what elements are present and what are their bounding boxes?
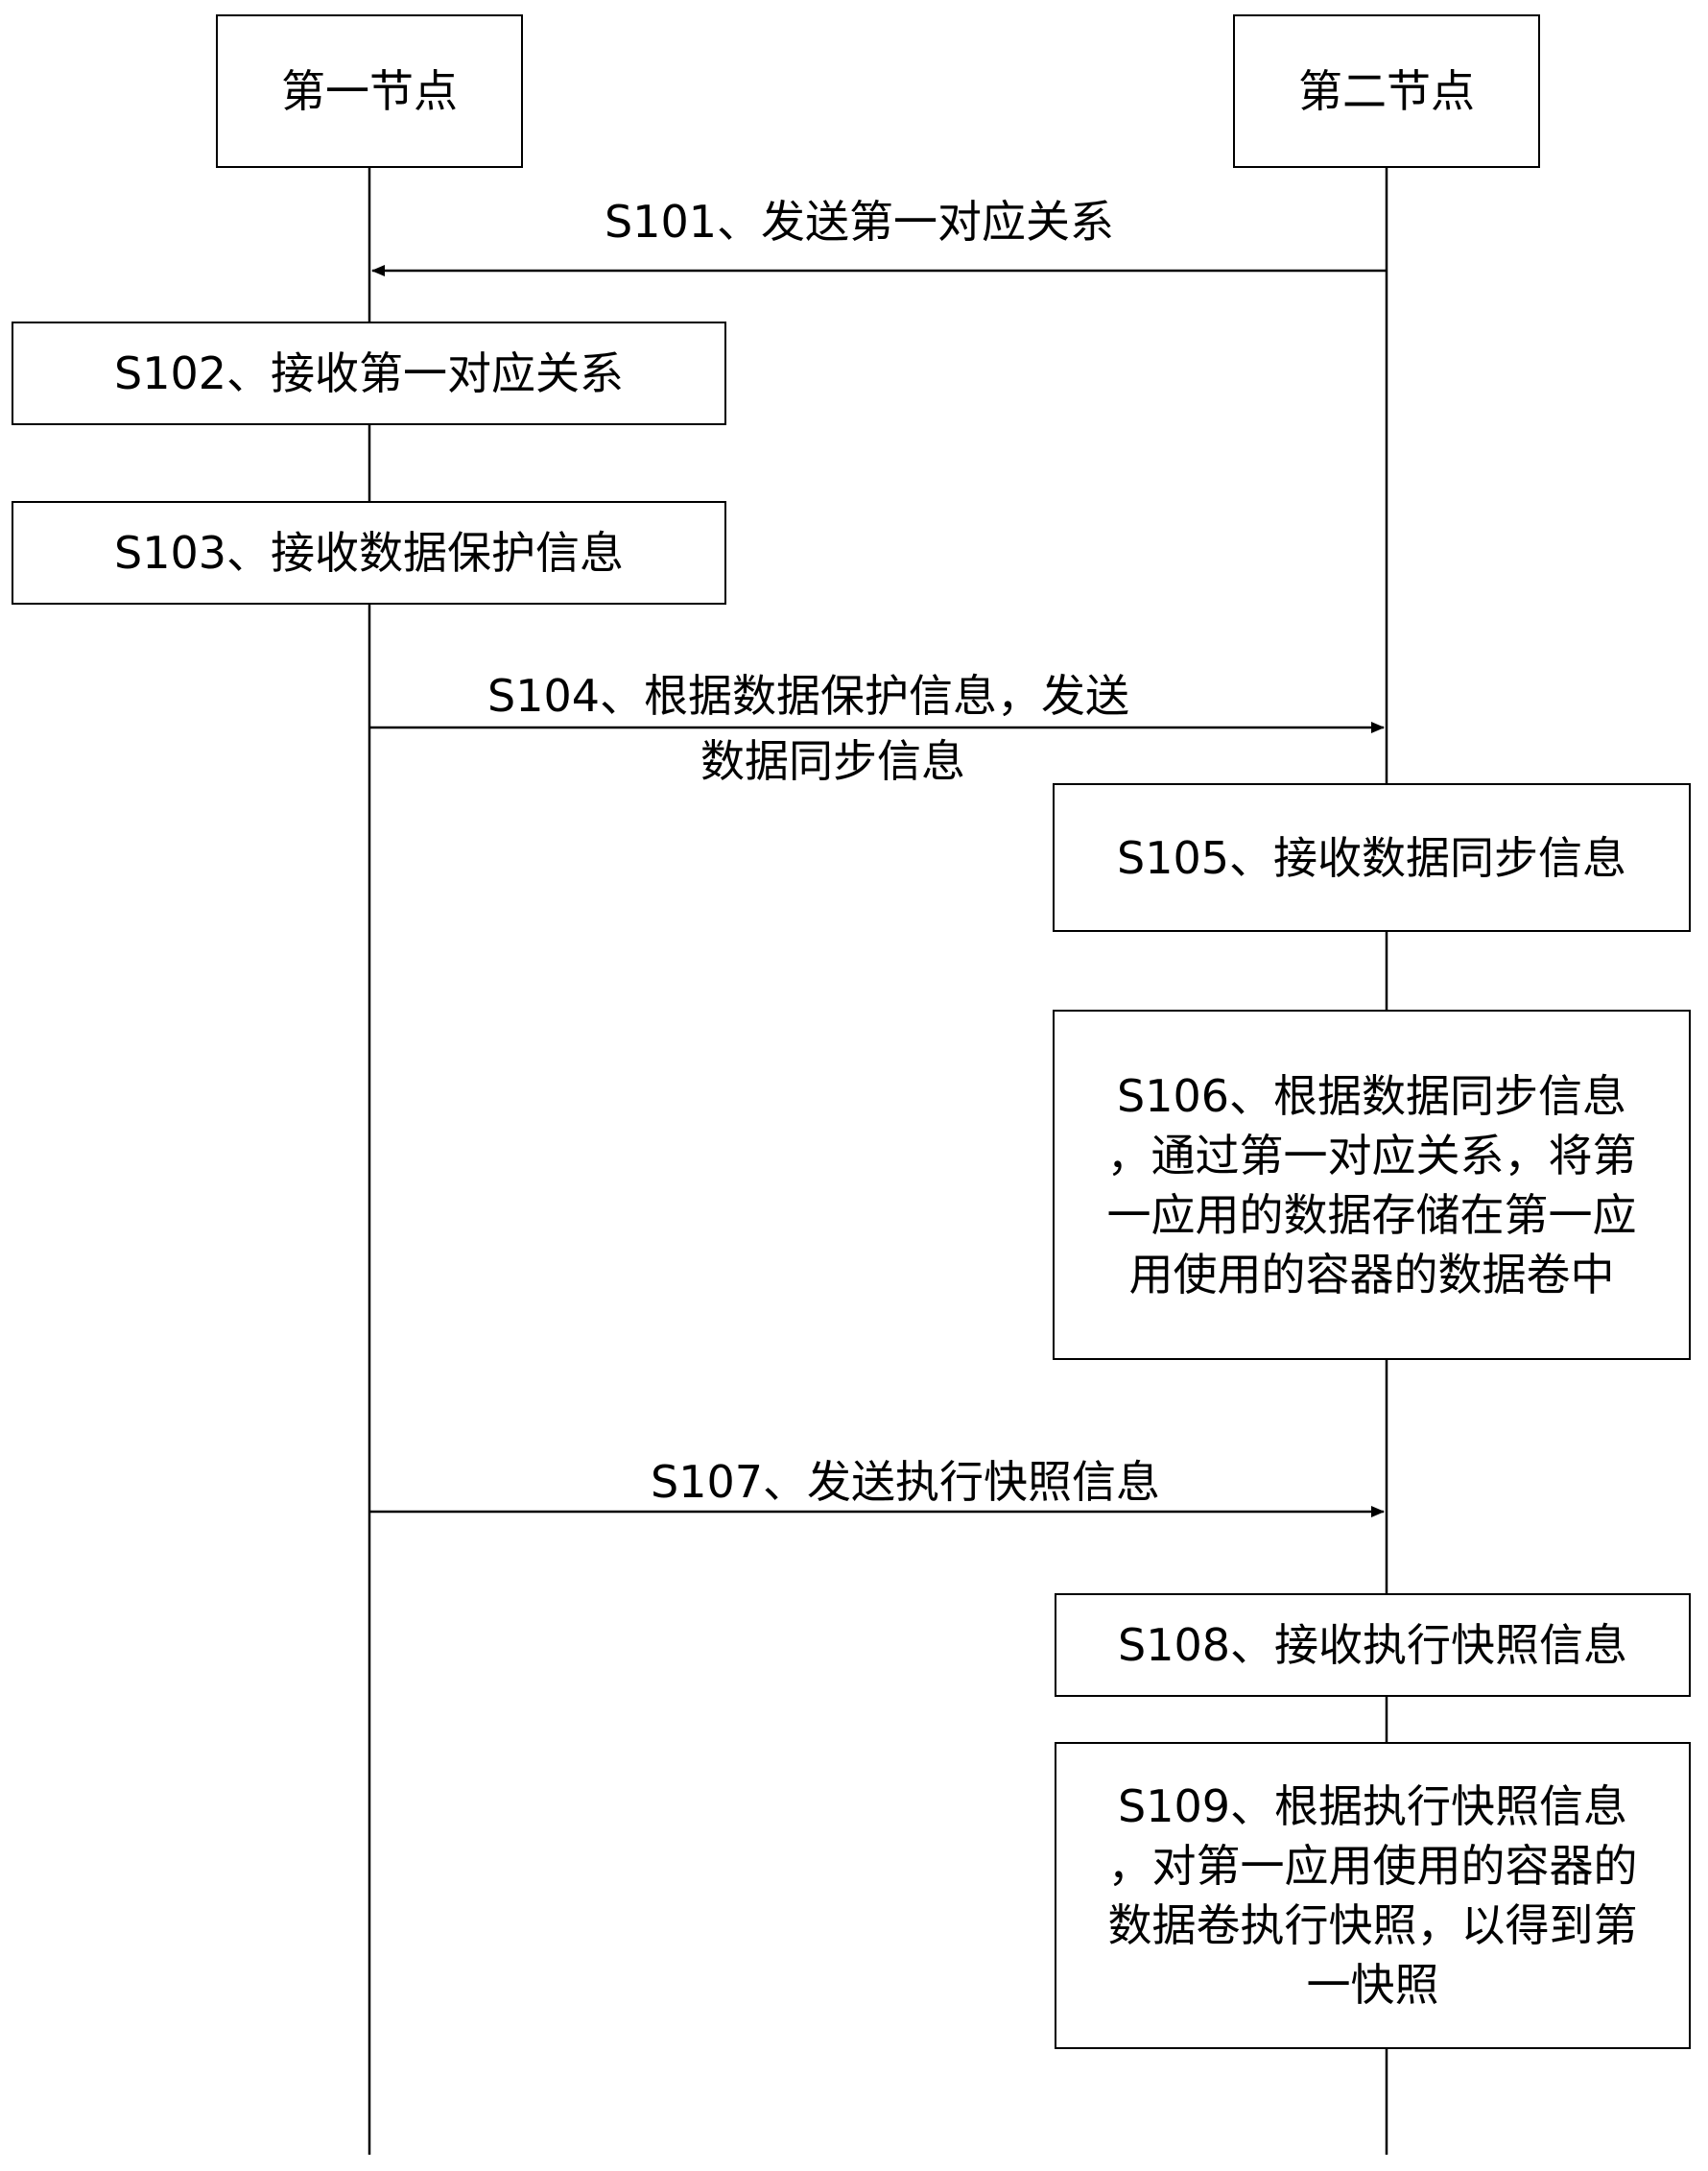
step-s105-box: S105、接收数据同步信息 (1053, 783, 1691, 932)
participant-first-node: 第一节点 (216, 14, 523, 168)
s101-message-label: S101、发送第一对应关系 (605, 196, 1114, 248)
step-s103-box: S103、接收数据保护信息 (12, 501, 726, 605)
s104-message-label-line2: 数据同步信息 (700, 735, 965, 787)
s107-message-label: S107、发送执行快照信息 (651, 1456, 1160, 1508)
s104-message-label-line1: S104、根据数据保护信息，发送 (487, 670, 1129, 722)
step-s105-text: S105、接收数据同步信息 (1117, 831, 1626, 884)
first-node-label: 第一节点 (281, 65, 458, 117)
step-s106-text: S106、根据数据同步信息 ，通过第一对应关系，将第 一应用的数据存储在第一应 … (1106, 1069, 1637, 1300)
step-s109-text: S109、根据执行快照信息 ，对第一应用使用的容器的 数据卷执行快照，以得到第 … (1107, 1780, 1638, 2011)
step-s103-text: S103、接收数据保护信息 (114, 527, 624, 579)
participant-second-node: 第二节点 (1233, 14, 1540, 168)
step-s102-text: S102、接收第一对应关系 (114, 347, 624, 399)
step-s102-box: S102、接收第一对应关系 (12, 322, 726, 425)
step-s106-box: S106、根据数据同步信息 ，通过第一对应关系，将第 一应用的数据存储在第一应 … (1053, 1010, 1691, 1360)
step-s108-box: S108、接收执行快照信息 (1055, 1593, 1691, 1697)
step-s108-text: S108、接收执行快照信息 (1118, 1619, 1627, 1671)
step-s109-box: S109、根据执行快照信息 ，对第一应用使用的容器的 数据卷执行快照，以得到第 … (1055, 1742, 1691, 2049)
second-node-label: 第二节点 (1298, 65, 1475, 117)
